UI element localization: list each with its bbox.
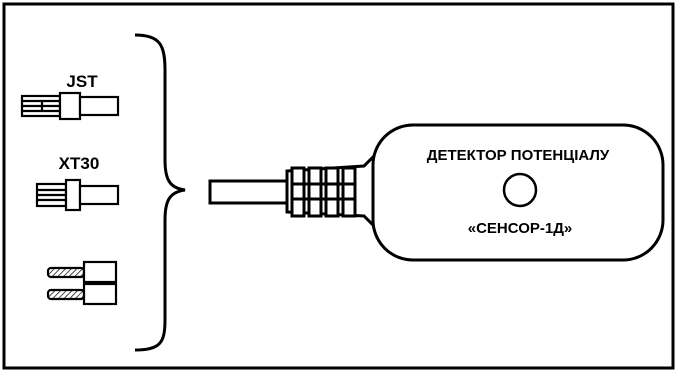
device-title: ДЕТЕКТОР ПОТЕНЦІАЛУ	[427, 147, 610, 164]
xt30-label: XT30	[59, 154, 100, 173]
xt30-connector-icon	[35, 178, 120, 212]
wire-ferrule-icon	[46, 282, 118, 306]
curly-brace	[134, 33, 186, 352]
device-name: «СЕНСОР-1Д»	[468, 220, 573, 237]
cable-strain-relief	[285, 146, 382, 236]
jst-label: JST	[66, 72, 98, 91]
jst-connector-icon	[20, 91, 120, 121]
round-indicator-icon	[502, 172, 538, 208]
cable	[208, 179, 291, 205]
wire-ferrule-icon	[46, 260, 118, 284]
